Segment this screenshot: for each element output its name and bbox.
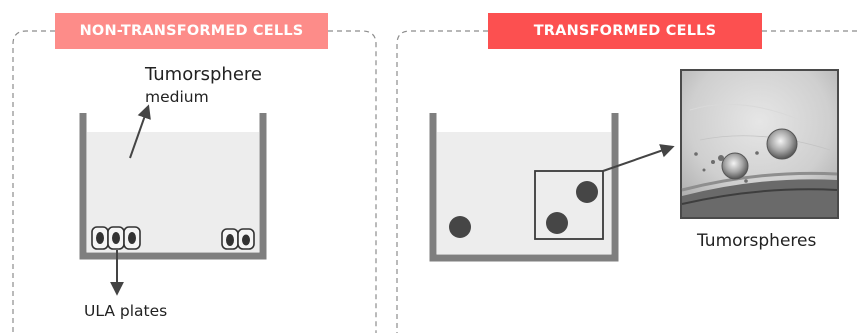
- zoom-arrow: [602, 144, 675, 172]
- zoom-box: [534, 170, 604, 240]
- medium-label: medium: [145, 88, 209, 106]
- tumorspheres-label: Tumorspheres: [697, 231, 817, 251]
- ula-plates-label: ULA plates: [84, 302, 168, 320]
- medium-arrow: [129, 104, 151, 159]
- right-panel-border: [396, 30, 860, 333]
- left-panel-border: [12, 30, 377, 333]
- non-transformed-cells-banner: NON-TRANSFORMED CELLS: [55, 13, 328, 49]
- tumorsphere-dot: [546, 212, 568, 234]
- left-cell-cluster: [91, 226, 255, 250]
- tumorsphere-dot: [576, 181, 598, 203]
- transformed-cells-banner: TRANSFORMED CELLS: [488, 13, 762, 49]
- tumorsphere-photo: [680, 69, 839, 219]
- tumorsphere-medium-label: Tumorsphere: [145, 64, 262, 85]
- tumorsphere-dot: [449, 216, 471, 238]
